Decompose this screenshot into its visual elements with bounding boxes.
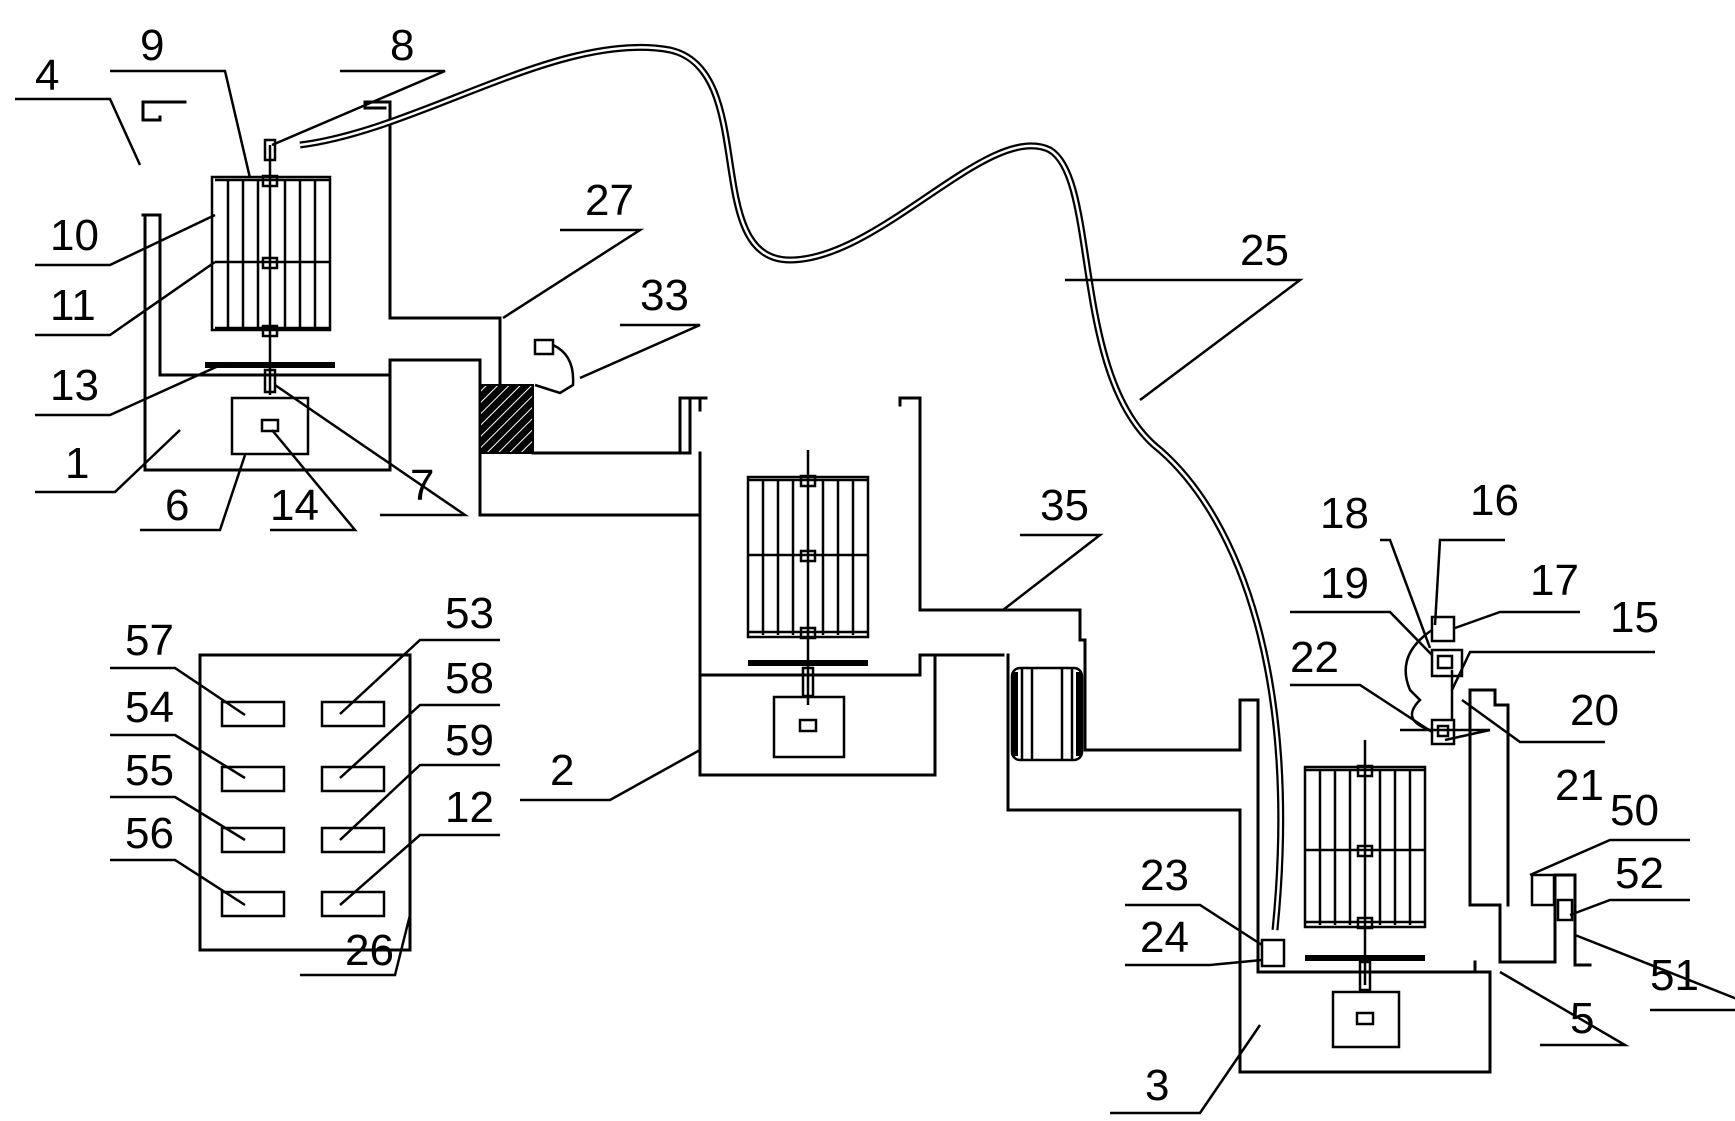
label-33: 33 bbox=[640, 271, 689, 320]
stirrer-2 bbox=[746, 450, 870, 759]
label-18: 18 bbox=[1320, 489, 1369, 538]
label-7: 7 bbox=[410, 461, 434, 510]
label-24: 24 bbox=[1140, 913, 1189, 962]
label-2: 2 bbox=[550, 746, 574, 795]
label-11: 11 bbox=[50, 281, 96, 330]
label-21: 21 bbox=[1555, 761, 1604, 810]
label-56: 56 bbox=[125, 809, 174, 858]
label-58: 58 bbox=[445, 654, 494, 703]
label-50: 50 bbox=[1610, 786, 1659, 835]
label-26: 26 bbox=[345, 926, 394, 975]
label-55: 55 bbox=[125, 746, 174, 795]
label-3: 3 bbox=[1145, 1061, 1169, 1110]
label-13: 13 bbox=[50, 361, 99, 410]
label-19: 19 bbox=[1320, 559, 1369, 608]
label-25: 25 bbox=[1240, 226, 1289, 275]
stirrer-1 bbox=[205, 138, 335, 456]
label-4: 4 bbox=[35, 51, 59, 100]
label-6: 6 bbox=[165, 481, 189, 530]
leader-lines bbox=[15, 69, 1735, 1115]
number-labels: 4 9 8 10 11 13 1 6 14 7 27 33 25 35 2 53… bbox=[35, 21, 1699, 1110]
label-15: 15 bbox=[1610, 593, 1659, 642]
label-1: 1 bbox=[65, 439, 89, 488]
filter-35 bbox=[1006, 638, 1257, 812]
label-22: 22 bbox=[1290, 633, 1339, 682]
label-5: 5 bbox=[1570, 994, 1594, 1043]
label-35: 35 bbox=[1040, 481, 1089, 530]
label-54: 54 bbox=[125, 683, 174, 732]
label-52: 52 bbox=[1615, 849, 1664, 898]
label-17: 17 bbox=[1530, 556, 1579, 605]
label-16: 16 bbox=[1470, 476, 1519, 525]
label-12: 12 bbox=[445, 783, 494, 832]
tank-2 bbox=[531, 396, 1082, 759]
tank-3 bbox=[1238, 688, 1592, 1074]
stirrer-3 bbox=[1303, 740, 1427, 1049]
hose-25 bbox=[299, 43, 1285, 931]
label-20: 20 bbox=[1570, 686, 1619, 735]
label-53: 53 bbox=[445, 589, 494, 638]
label-27: 27 bbox=[585, 176, 634, 225]
label-57: 57 bbox=[125, 616, 174, 665]
label-9: 9 bbox=[140, 21, 164, 70]
label-59: 59 bbox=[445, 716, 494, 765]
label-23: 23 bbox=[1140, 851, 1189, 900]
tank-1 bbox=[141, 100, 502, 472]
label-51: 51 bbox=[1650, 951, 1699, 1000]
label-10: 10 bbox=[50, 211, 99, 260]
label-8: 8 bbox=[390, 21, 414, 70]
label-14: 14 bbox=[270, 481, 319, 530]
